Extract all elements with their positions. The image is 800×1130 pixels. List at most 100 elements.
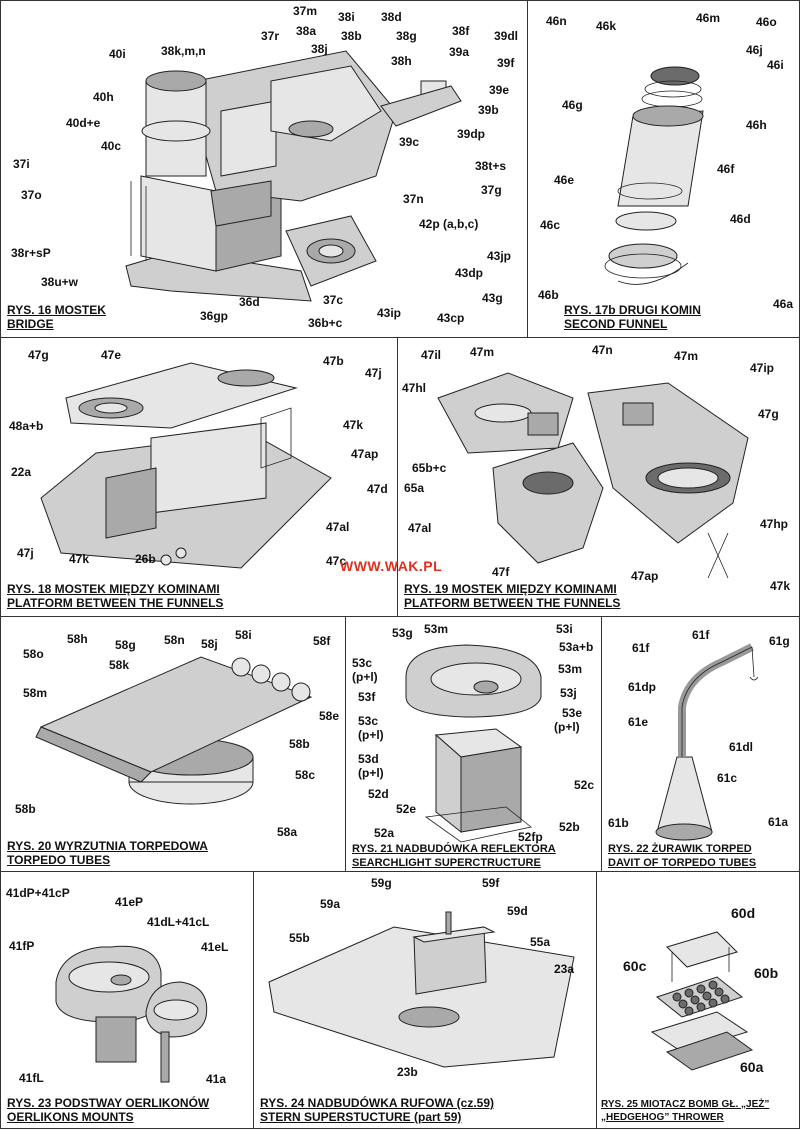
callout-label: 41a — [206, 1072, 227, 1086]
caption-pl: RYS. 23 PODSTWAY OERLIKONÓW — [7, 1096, 210, 1110]
callout-label: 47hl — [402, 381, 427, 395]
callout-label: 46a — [773, 297, 794, 311]
callout-label: 38i — [338, 10, 355, 24]
callout-label: 36b+c — [308, 316, 343, 330]
callout-label: 47d — [367, 482, 388, 496]
caption-en: PLATFORM BETWEEN THE FUNNELS — [404, 596, 621, 610]
callout-label: 47m — [674, 349, 699, 363]
callout-label: 53j — [560, 686, 577, 700]
callout-label: 60b — [754, 965, 779, 981]
callout-label: 39b — [478, 103, 499, 117]
caption-pl: RYS. 25 MIOTACZ BOMB GŁ. „JEŻ” — [601, 1099, 770, 1110]
callout-label: 22a — [11, 465, 32, 479]
callout-label: 61c — [717, 771, 738, 785]
callout-label: 58j — [201, 637, 218, 651]
callout-label: 61f — [692, 628, 710, 642]
panel-platform-19: 47il 47m 47n 47m 47hl 47ip 47g 65b+c 65a… — [397, 337, 800, 617]
callout-label: 43cp — [437, 311, 465, 325]
caption-pl: RYS. 20 WYRZUTNIA TORPEDOWA — [7, 839, 208, 853]
panel-caption: RYS. 16 MOSTEK BRIDGE — [7, 303, 106, 331]
callout-label: 38g — [396, 29, 417, 43]
callout-label: 47f — [492, 565, 510, 579]
callout-label: 47k — [770, 579, 791, 593]
torpedo-tubes-drawing — [35, 656, 313, 805]
callout-label: 37g — [481, 183, 502, 197]
callout-label: 58b — [289, 737, 310, 751]
callout-label: 46e — [554, 173, 575, 187]
callout-label: 41eL — [201, 940, 229, 954]
callout-label: (p+l) — [352, 670, 378, 684]
callout-label: 38k,m,n — [161, 44, 206, 58]
callout-label: 47k — [69, 552, 90, 566]
panel-caption: RYS. 19 MOSTEK MIĘDZY KOMINAMI PLATFORM … — [404, 582, 620, 610]
callout-label: 60c — [623, 958, 647, 974]
callout-label: 47g — [758, 407, 779, 421]
callout-label: 60d — [731, 905, 756, 921]
caption-pl: RYS. 24 NADBUDÓWKA RUFOWA (cz.59) — [260, 1096, 495, 1110]
panel-second-funnel: 46n 46k 46m 46o 46j 46i 46g 46h 46f 46e … — [527, 0, 800, 338]
caption-en: TORPEDO TUBES — [7, 853, 111, 867]
panel-caption: RYS. 23 PODSTWAY OERLIKONÓW OERLIKONS MO… — [7, 1096, 209, 1124]
callout-label: 39e — [489, 83, 510, 97]
callout-label: 47j — [17, 546, 34, 560]
callout-label: 52c — [574, 778, 595, 792]
panel-stern-superstructure: 59g 59f 59a 59d 55b 55a 23a 23b RYS. 24 … — [253, 871, 597, 1129]
callout-label: 65b+c — [412, 461, 447, 475]
callout-label: 47il — [421, 348, 442, 362]
caption-pl: RYS. 17b DRUGI KOMIN — [564, 303, 701, 317]
watermark-text: WWW.WAK.PL — [340, 558, 443, 574]
panel-oerlikons: 41dP+41cP 41eP 41dL+41cL 41fP 41eL 41fL … — [0, 871, 254, 1129]
callout-label: 58h — [67, 632, 88, 646]
callout-label: 53m — [558, 662, 583, 676]
callout-label: 61b — [608, 816, 629, 830]
callout-label: 52fp — [518, 830, 543, 844]
callout-label: 38h — [391, 54, 412, 68]
caption-en: PLATFORM BETWEEN THE FUNNELS — [7, 596, 224, 610]
oerlikons-drawing — [55, 945, 208, 1083]
caption-pl: RYS. 22 ŻURAWIK TORPED — [608, 843, 752, 855]
callout-label: 65a — [404, 481, 425, 495]
callout-label: 53e — [562, 706, 583, 720]
platform-19-drawing — [437, 372, 749, 579]
callout-label: 46n — [546, 14, 567, 28]
caption-pl: RYS. 21 NADBUDÓWKA REFLEKTORA — [352, 843, 556, 855]
callout-label: 61dl — [729, 740, 754, 754]
callout-label: 61e — [628, 715, 649, 729]
stern-drawing — [268, 911, 575, 1068]
callout-label: 61a — [768, 815, 789, 829]
caption-en: STERN SUPERSTUCTURE (part 59) — [260, 1110, 462, 1124]
callout-label: 55b — [289, 931, 310, 945]
callout-label: 53m — [424, 622, 449, 636]
callout-label: (p+l) — [358, 766, 384, 780]
callout-label: 46g — [562, 98, 583, 112]
callout-label: 47al — [326, 520, 350, 534]
callout-label: 58e — [319, 709, 340, 723]
callout-label: 38d — [381, 10, 402, 24]
callout-label: 47g — [28, 348, 49, 362]
davit-drawing — [655, 643, 759, 841]
callout-label: 60a — [740, 1059, 764, 1075]
callout-label: 41dP+41cP — [6, 886, 70, 900]
panel-caption: RYS. 18 MOSTEK MIĘDZY KOMINAMI PLATFORM … — [7, 582, 223, 610]
callout-label: 37r — [261, 29, 280, 43]
panel-platform-18: 47g 47e 47b 47j 48a+b 47k 47ap 22a 47d 4… — [0, 337, 398, 617]
callout-label: 47j — [365, 366, 382, 380]
callout-label: 39a — [449, 45, 470, 59]
callout-label: 46j — [746, 43, 763, 57]
callout-label: 58k — [109, 658, 130, 672]
callout-label: 46h — [746, 118, 767, 132]
callout-label: 52d — [368, 787, 389, 801]
callout-label: 52e — [396, 802, 417, 816]
callout-label: 40i — [109, 47, 126, 61]
callout-label: 47m — [470, 345, 495, 359]
callout-label: 47b — [323, 354, 344, 368]
callout-label: 47e — [101, 348, 122, 362]
callout-label: 61dp — [628, 680, 657, 694]
panel-davit: 61f 61f 61g 61dp 61e 61dl 61c 61b 61a RY… — [601, 616, 800, 872]
caption-pl: RYS. 18 MOSTEK MIĘDZY KOMINAMI — [7, 582, 220, 596]
caption-pl: RYS. 16 MOSTEK — [7, 303, 106, 317]
panel-searchlight: 53g 53m 53i 53a+b 53c (p+l) 53m 53f 53j … — [345, 616, 602, 872]
callout-label: 46d — [730, 212, 751, 226]
callout-label: 53a+b — [559, 640, 594, 654]
callout-label: 59f — [482, 876, 500, 890]
